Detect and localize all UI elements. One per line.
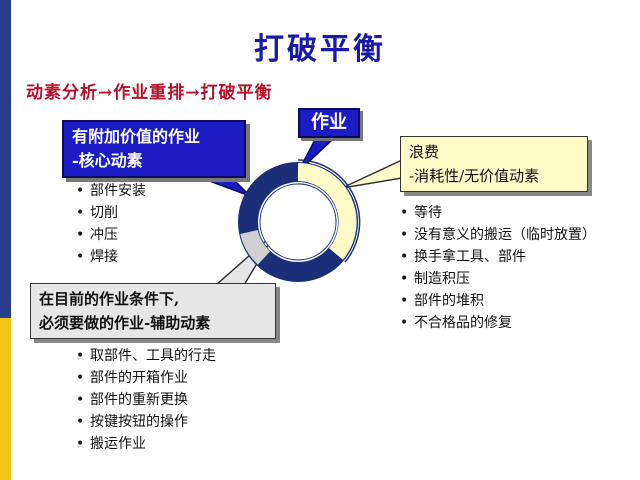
donut-arc-waste — [297, 163, 357, 260]
bullet-icon: • — [400, 315, 409, 331]
bullet-icon: • — [76, 249, 85, 265]
bullet-icon: • — [76, 205, 85, 221]
list-item-text: 焊接 — [90, 249, 118, 265]
core-box-subtitle: -核心动素 — [72, 151, 143, 170]
arrow-right-icon: → — [98, 83, 114, 103]
list-item-text: 部件的开箱作业 — [90, 370, 188, 386]
waste-box-title: 浪费 — [409, 143, 440, 161]
list-item: • 取部件、工具的行走 — [76, 345, 216, 367]
list-item-text: 切削 — [90, 205, 118, 221]
waste-box: 浪费 -消耗性/无价值动素 — [400, 136, 588, 192]
list-item-text: 制造积压 — [414, 271, 470, 287]
core-activity-list: • 部件安装 • 切削 • 冲压 • 焊接 — [76, 180, 146, 268]
list-item-text: 没有意义的搬运（临时放置） — [414, 227, 596, 243]
donut-arc-waste-outline — [297, 159, 361, 263]
list-item: • 部件的开箱作业 — [76, 367, 216, 389]
list-item-text: 等待 — [414, 205, 442, 221]
list-item: • 部件的堆积 — [400, 290, 596, 312]
left-accent-bar — [0, 0, 11, 480]
waste-list: • 等待 • 没有意义的搬运（临时放置） • 换手拿工具、部件 • 制造积压 • 部件的堆… — [400, 202, 596, 334]
bullet-icon: • — [76, 370, 85, 386]
bullet-icon: • — [400, 271, 409, 287]
list-item: • 不合格品的修复 — [400, 312, 596, 334]
aux-box-subtitle: 必须要做的作业-辅助动素 — [39, 314, 211, 332]
donut-hole — [259, 183, 337, 261]
list-item: • 冲压 — [76, 224, 146, 246]
list-item-text: 部件的重新更换 — [90, 392, 188, 408]
list-item: • 等待 — [400, 202, 596, 224]
list-item: • 制造积压 — [400, 268, 596, 290]
list-item-text: 不合格品的修复 — [414, 315, 512, 331]
aux-box-title: 在目前的作业条件下, — [39, 290, 180, 308]
list-item: • 焊接 — [76, 246, 146, 268]
core-box-title: 有附加价值的作业 — [72, 127, 201, 146]
bullet-icon: • — [76, 436, 85, 452]
work-label-box: 作业 — [298, 108, 360, 138]
process-flow: 动素分析→作业重排→打破平衡 — [26, 78, 273, 103]
donut-arc-aux — [240, 229, 271, 265]
auxiliary-activity-list: • 取部件、工具的行走 • 部件的开箱作业 • 部件的重新更换 • 按键按钮的操作 • 搬… — [76, 345, 216, 455]
slide-title: 打破平衡 — [254, 32, 386, 67]
bullet-icon: • — [76, 183, 85, 199]
list-item-text: 冲压 — [90, 227, 118, 243]
accent-bar-yellow — [0, 318, 11, 480]
list-item: • 部件安装 — [76, 180, 146, 202]
core-callout-pointer — [195, 175, 251, 197]
core-activity-box: 有附加价值的作业 -核心动素 — [62, 120, 246, 178]
arrow-right-icon: → — [185, 83, 201, 103]
list-item-text: 部件安装 — [90, 183, 146, 199]
bullet-icon: • — [400, 227, 409, 243]
bullet-icon: • — [400, 293, 409, 309]
auxiliary-activity-box: 在目前的作业条件下, 必须要做的作业-辅助动素 — [30, 283, 276, 339]
list-item-text: 按键按钮的操作 — [90, 414, 188, 430]
list-item: • 搬运作业 — [76, 433, 216, 455]
list-item: • 部件的重新更换 — [76, 389, 216, 411]
list-item-text: 搬运作业 — [90, 436, 146, 452]
list-item-text: 换手拿工具、部件 — [414, 249, 526, 265]
list-item-text: 取部件、工具的行走 — [90, 348, 216, 364]
accent-bar-blue — [0, 0, 11, 318]
waste-callout-pointer — [341, 158, 403, 189]
flow-step-analysis: 动素分析 — [26, 83, 98, 103]
list-item: • 没有意义的搬运（临时放置） — [400, 224, 596, 246]
flow-step-break-balance: 打破平衡 — [200, 83, 273, 103]
list-item: • 按键按钮的操作 — [76, 411, 216, 433]
list-item: • 切削 — [76, 202, 146, 224]
bullet-icon: • — [76, 392, 85, 408]
bullet-icon: • — [76, 348, 85, 364]
flow-step-rearrange: 作业重排 — [113, 83, 186, 103]
bullet-icon: • — [400, 205, 409, 221]
work-label: 作业 — [311, 112, 347, 133]
bullet-icon: • — [400, 249, 409, 265]
list-item-text: 部件的堆积 — [414, 293, 484, 309]
bullet-icon: • — [76, 414, 85, 430]
list-item: • 换手拿工具、部件 — [400, 246, 596, 268]
bullet-icon: • — [76, 227, 85, 243]
waste-box-subtitle: -消耗性/无价值动素 — [409, 167, 540, 185]
